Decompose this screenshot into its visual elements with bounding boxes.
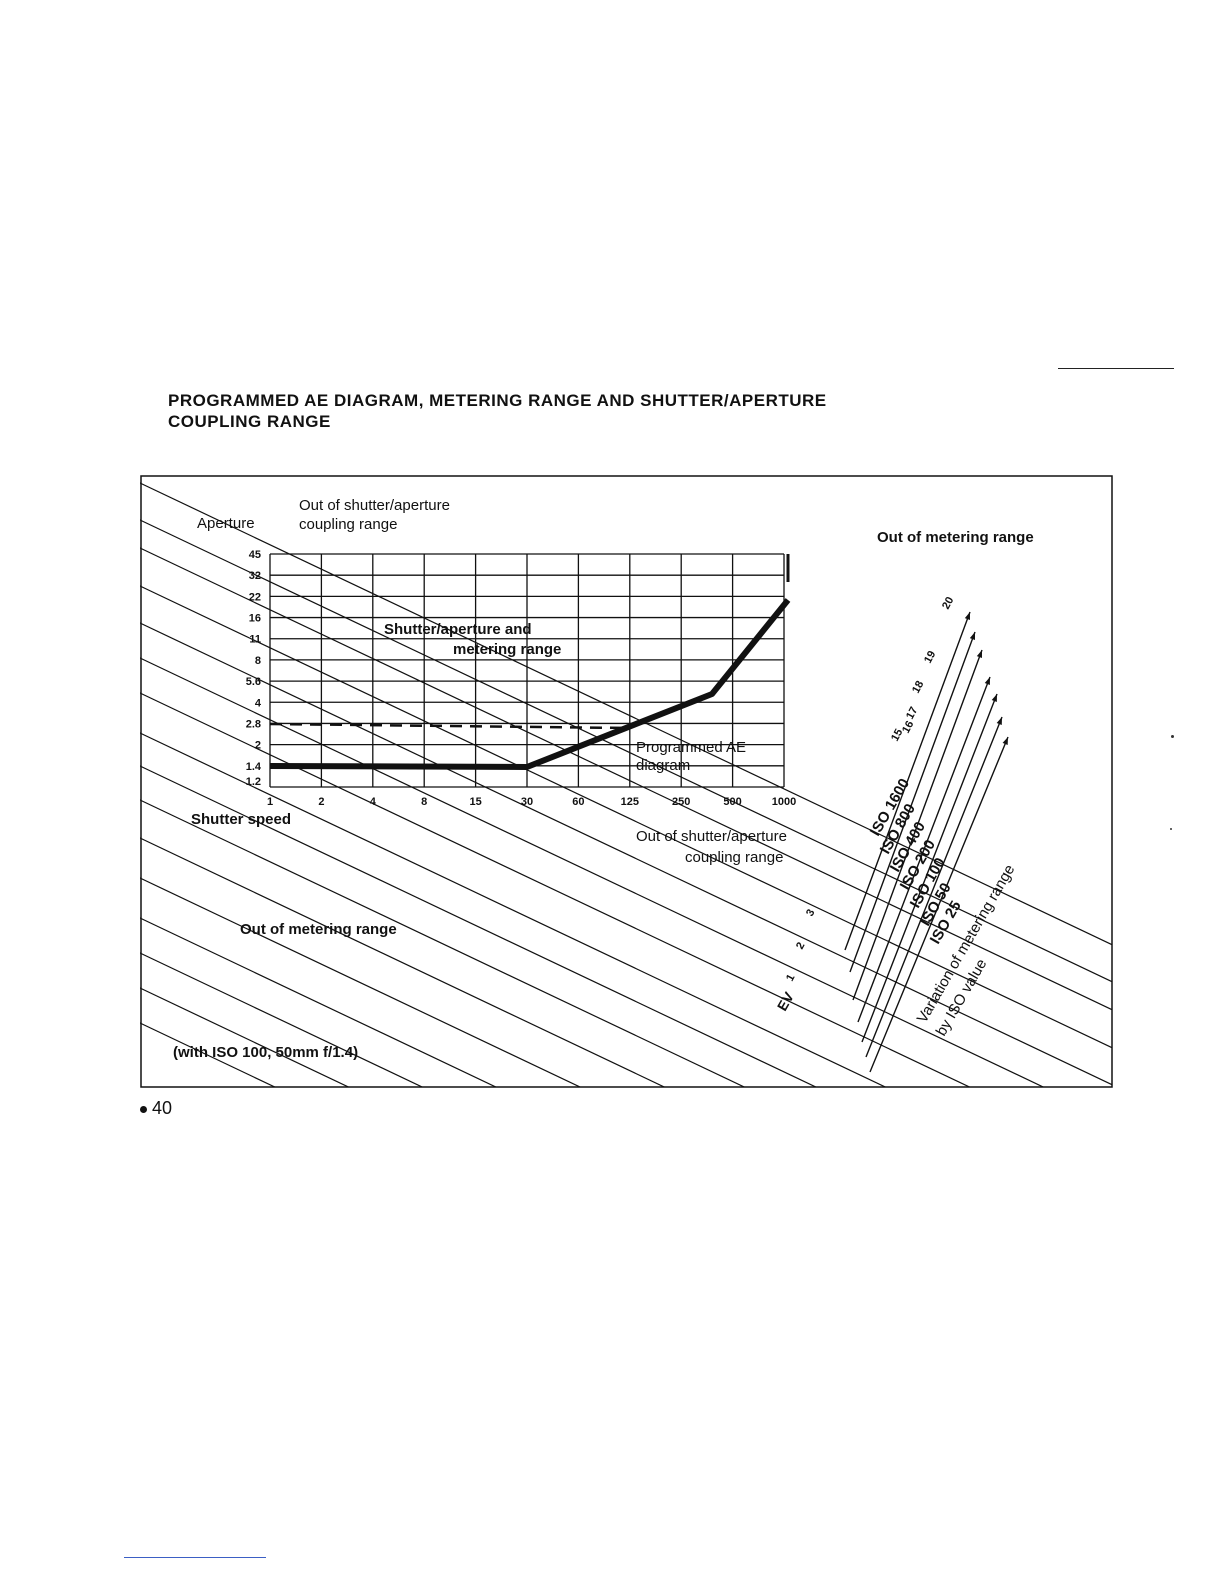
ev-arrow-line xyxy=(852,649,983,1001)
inner-range-line-2: metering range xyxy=(453,641,561,658)
ev-arrow-line xyxy=(861,693,998,1043)
ev-line xyxy=(140,482,1112,946)
aperture-tick-label: 11 xyxy=(249,634,261,646)
aperture-tick-label: 1.2 xyxy=(246,776,261,788)
aperture-tick-label: 2.8 xyxy=(246,718,261,730)
aperture-tick-label: 45 xyxy=(249,549,261,561)
page-number: 40 xyxy=(140,1098,172,1119)
shutter-tick-label: 8 xyxy=(421,796,427,808)
ev-line xyxy=(140,732,887,1087)
aperture-tick-label: 2 xyxy=(255,740,261,752)
bottom-rule xyxy=(124,1557,266,1558)
inner-range-line-1: Shutter/aperture and xyxy=(384,621,532,638)
aperture-tick-label: 5.6 xyxy=(246,676,261,688)
arrowhead-icon xyxy=(969,632,975,640)
out-coupling-bottom-line-1: Out of shutter/aperture xyxy=(636,828,787,845)
shutter-tick-label: 125 xyxy=(621,796,639,808)
ev-line xyxy=(140,622,1112,1086)
ev-arrow-line xyxy=(857,676,991,1023)
arrowhead-icon xyxy=(991,694,997,702)
ev-arrows xyxy=(844,611,1009,1073)
ev-line xyxy=(140,765,818,1087)
shutter-tick-label: 15 xyxy=(469,796,481,808)
ev-line xyxy=(140,987,350,1087)
margin-dot xyxy=(1171,735,1174,738)
shutter-tick-label: 30 xyxy=(521,796,533,808)
arrowhead-icon xyxy=(996,717,1002,725)
ev-number: 1 xyxy=(784,972,797,983)
ev-number: 17 xyxy=(904,705,920,721)
page-heading: PROGRAMMED AE DIAGRAM, METERING RANGE AN… xyxy=(168,390,1068,432)
aperture-shutter-grid xyxy=(269,553,785,788)
aperture-tick-label: 1.4 xyxy=(246,761,262,773)
ev-label: EV xyxy=(774,989,798,1014)
ev-line xyxy=(140,877,582,1087)
ev-line xyxy=(140,657,1045,1087)
arrowhead-icon xyxy=(1002,737,1008,745)
shutter-tick-label: 250 xyxy=(672,796,690,808)
programmed-ae-label-1: Programmed AE xyxy=(636,739,746,756)
shutter-tick-label: 1000 xyxy=(772,796,796,808)
arrowhead-icon xyxy=(984,677,990,685)
page-number-text: 40 xyxy=(152,1098,173,1118)
top-rule xyxy=(1058,368,1174,369)
programmed-ae-curve xyxy=(269,598,791,770)
shutter-tick-label: 500 xyxy=(723,796,741,808)
aperture-tick-label: 32 xyxy=(249,570,261,582)
ev-number: 18 xyxy=(910,679,926,695)
ev-number: 15 xyxy=(889,727,905,743)
out-metering-top-label: Out of metering range xyxy=(877,529,1034,546)
programmed-ae-label-2: diagram xyxy=(636,757,690,774)
diagram-frame xyxy=(140,475,1113,1088)
ev-line xyxy=(140,837,666,1087)
ev-arrow-line xyxy=(865,716,1003,1058)
out-coupling-top-line-2: coupling range xyxy=(299,516,397,533)
shutter-tick-label: 2 xyxy=(318,796,324,808)
shutter-tick-label: 60 xyxy=(572,796,584,808)
shutter-ticks: 1 2 4 8 15 30 60 125 250 500 1000 xyxy=(267,796,796,808)
ev-arrow-line xyxy=(849,631,976,973)
out-coupling-bottom-line-2: coupling range xyxy=(685,849,783,866)
shutter-tick-label: 1 xyxy=(267,796,273,808)
arrowhead-icon xyxy=(976,650,982,658)
aperture-tick-label: 22 xyxy=(249,591,261,603)
out-coupling-top-line-1: Out of shutter/aperture xyxy=(299,497,450,514)
ev-number: 3 xyxy=(804,907,817,918)
aperture-tick-label: 8 xyxy=(255,655,261,667)
margin-dot-small xyxy=(1170,828,1172,830)
ev-number: 19 xyxy=(922,649,938,665)
aperture-tick-label: 16 xyxy=(249,613,261,625)
ev-number: 2 xyxy=(794,940,807,951)
aperture-axis-label: Aperture xyxy=(197,515,255,532)
ev-line xyxy=(140,799,746,1087)
bullet-icon xyxy=(140,1105,147,1113)
ev-line xyxy=(140,917,498,1087)
ev-arrow-line xyxy=(869,736,1009,1073)
shutter-tick-label: 4 xyxy=(370,796,377,808)
aperture-tick-label: 4 xyxy=(255,697,262,709)
ev-number: 16 xyxy=(900,719,916,735)
arrowhead-icon xyxy=(964,612,970,620)
footnote: (with ISO 100, 50mm f/1.4) xyxy=(173,1044,358,1061)
ev-arrow-line xyxy=(844,611,971,951)
out-metering-bottom-label: Out of metering range xyxy=(240,921,397,938)
ev-line xyxy=(140,952,424,1087)
ev-line xyxy=(140,585,1112,1049)
ev-lines xyxy=(140,482,1112,1087)
heading-line-2: COUPLING RANGE xyxy=(168,412,331,431)
heading-line-1: PROGRAMMED AE DIAGRAM, METERING RANGE AN… xyxy=(168,391,827,410)
aperture-ticks: 45 32 22 16 11 8 5.6 4 2.8 2 1.4 1.2 xyxy=(246,549,262,788)
shutter-axis-label: Shutter speed xyxy=(191,811,291,828)
ev-number: 20 xyxy=(940,595,956,611)
ev-bottom-numbers: 3 2 1 xyxy=(784,907,817,983)
